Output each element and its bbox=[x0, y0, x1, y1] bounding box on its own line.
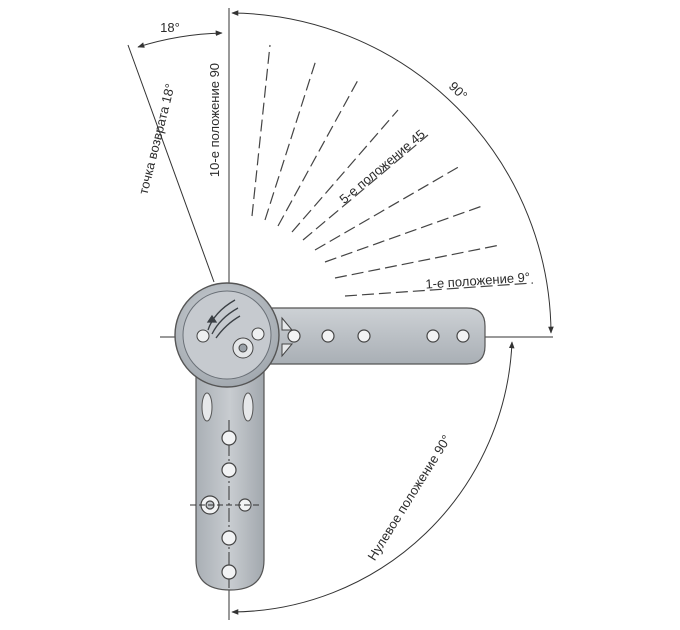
mount-hole bbox=[456, 329, 470, 343]
dimension-arcs bbox=[137, 10, 554, 615]
mount-hole bbox=[357, 329, 371, 343]
mount-hole bbox=[426, 329, 440, 343]
label-zero-position: Нулевое положение 90° bbox=[364, 432, 454, 563]
mount-hole bbox=[221, 564, 237, 580]
arc-18-degrees bbox=[137, 30, 223, 48]
mount-hole bbox=[221, 462, 237, 478]
arc-90-degrees-lower bbox=[231, 341, 515, 615]
label-90-degrees: 90° bbox=[446, 79, 471, 104]
position-ray-1 bbox=[344, 282, 534, 297]
hinge-horizontal-arm bbox=[254, 307, 486, 365]
label-position-1: 1-е положение 9° bbox=[425, 269, 531, 291]
mount-hole bbox=[221, 530, 237, 546]
mount-hole bbox=[287, 329, 301, 343]
hinge-vertical-arm bbox=[190, 371, 265, 591]
mount-hole bbox=[221, 430, 237, 446]
position-ray bbox=[314, 164, 463, 251]
position-rays bbox=[251, 44, 534, 297]
position-ray-5 bbox=[302, 134, 429, 241]
hinge-hub bbox=[174, 282, 280, 388]
return-point-line bbox=[127, 44, 215, 283]
position-ray bbox=[264, 59, 317, 221]
position-ray bbox=[277, 79, 359, 227]
diagram-labels: 18° 90° точка возврата 18° 10-е положени… bbox=[136, 20, 531, 563]
arc-90-degrees-upper bbox=[231, 10, 554, 334]
position-ray bbox=[291, 109, 399, 233]
position-ray bbox=[334, 244, 501, 279]
label-position-5: 5-е положение 45 bbox=[336, 126, 428, 206]
horizontal-arm-holes bbox=[287, 329, 470, 343]
label-18-degrees: 18° bbox=[160, 20, 180, 35]
vertical-arm-holes bbox=[200, 430, 252, 580]
wing-logo-icon bbox=[206, 299, 241, 339]
position-ray bbox=[251, 44, 271, 217]
mount-hole bbox=[321, 329, 335, 343]
position-ray bbox=[324, 204, 486, 263]
label-position-10: 10-е положение 90 bbox=[207, 63, 222, 177]
label-return-point: точка возврата 18° bbox=[136, 82, 178, 196]
